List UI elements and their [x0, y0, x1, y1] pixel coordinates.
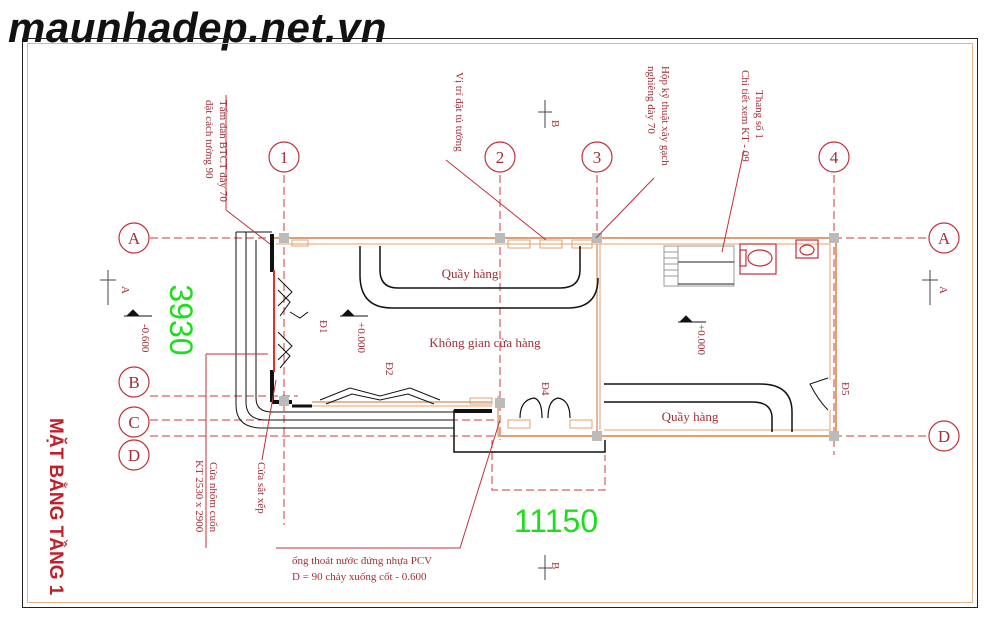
note-tech-line2: nghiêng dày 70 — [645, 66, 657, 134]
section-mark-a-left: A — [119, 286, 131, 294]
level-floor-right: +0.000 — [695, 324, 707, 355]
dimension-width: 3930 — [163, 284, 199, 355]
counter-top-shape — [359, 246, 599, 309]
note-tech-line1: Hộp kỹ thuật xây gạch — [659, 66, 671, 166]
note-rolling-door-line1: Cửa nhôm cuốn — [207, 462, 219, 533]
grid-label-d-right: D — [938, 427, 950, 446]
section-mark-b-bottom: B — [549, 562, 561, 569]
toilet — [739, 243, 777, 275]
level-markers — [124, 309, 706, 323]
wall-cabinets — [291, 239, 593, 429]
grid-label-3: 3 — [593, 148, 602, 167]
stairs — [663, 245, 735, 287]
note-slab-line1: Tấm đan BTCT dày 70 — [217, 100, 229, 202]
sheet-inner-border — [27, 43, 973, 603]
door-d2-leaves — [319, 387, 441, 405]
level-street: -0.600 — [139, 324, 151, 353]
door-label-d5: Đ5 — [839, 382, 851, 396]
grid-label-2: 2 — [496, 148, 505, 167]
grid-label-4: 4 — [830, 148, 839, 167]
door-label-d4: Đ4 — [539, 382, 551, 396]
note-stair-line2: Chi tiết xem KT - 09 — [739, 70, 751, 162]
drawing-title: MẶT BẰNG TẦNG 1 — [45, 418, 67, 596]
section-mark-b-top: B — [549, 120, 561, 127]
section-markers — [100, 100, 938, 580]
grid-label-d-left: D — [128, 446, 140, 465]
counter-bottom-shape — [604, 383, 793, 432]
door-label-d1: Đ1 — [317, 320, 329, 333]
building-walls — [270, 234, 837, 453]
dimension-length: 11150 — [514, 503, 598, 539]
grid-label-b-left: B — [128, 373, 139, 392]
grid-label-a-right: A — [938, 229, 951, 248]
level-floor-main: +0.000 — [355, 322, 367, 353]
room-label-counter-top: Quầy hàng — [442, 266, 499, 281]
note-slab-line2: đặt cách tường 90 — [203, 100, 215, 179]
grid-bubbles — [118, 141, 960, 471]
room-label-shop-space: Không gian cửa hàng — [429, 335, 541, 350]
note-rolling-door-line2: KT 2530 x 2900 — [193, 460, 205, 533]
leader-lines — [205, 95, 745, 549]
note-stair-line1: Thang số 1 — [753, 90, 765, 139]
room-label-counter-bottom: Quầy hàng — [662, 409, 719, 424]
columns — [279, 233, 839, 441]
grid-label-1: 1 — [280, 148, 289, 167]
door-d4-leaves — [519, 397, 571, 419]
grid-label-c-left: C — [128, 413, 139, 432]
note-pipe-line1: ống thoát nước đứng nhựa PCV — [292, 555, 432, 567]
drawing-sheet — [22, 38, 978, 608]
basin — [795, 239, 819, 259]
door-label-d2: Đ2 — [383, 362, 395, 375]
note-pipe-line2: D = 90 chảy xuống cốt - 0.600 — [292, 571, 427, 583]
note-altar: Vị trí đặt tủ tường — [453, 72, 465, 152]
section-mark-a-right: A — [937, 286, 949, 294]
folding-gate — [235, 231, 454, 429]
note-folding-door: Cửa sắt xếp — [255, 462, 267, 514]
door-d5-leaf — [809, 377, 829, 411]
grid-label-a-left: A — [128, 229, 141, 248]
door-d1-leaves — [277, 277, 309, 369]
